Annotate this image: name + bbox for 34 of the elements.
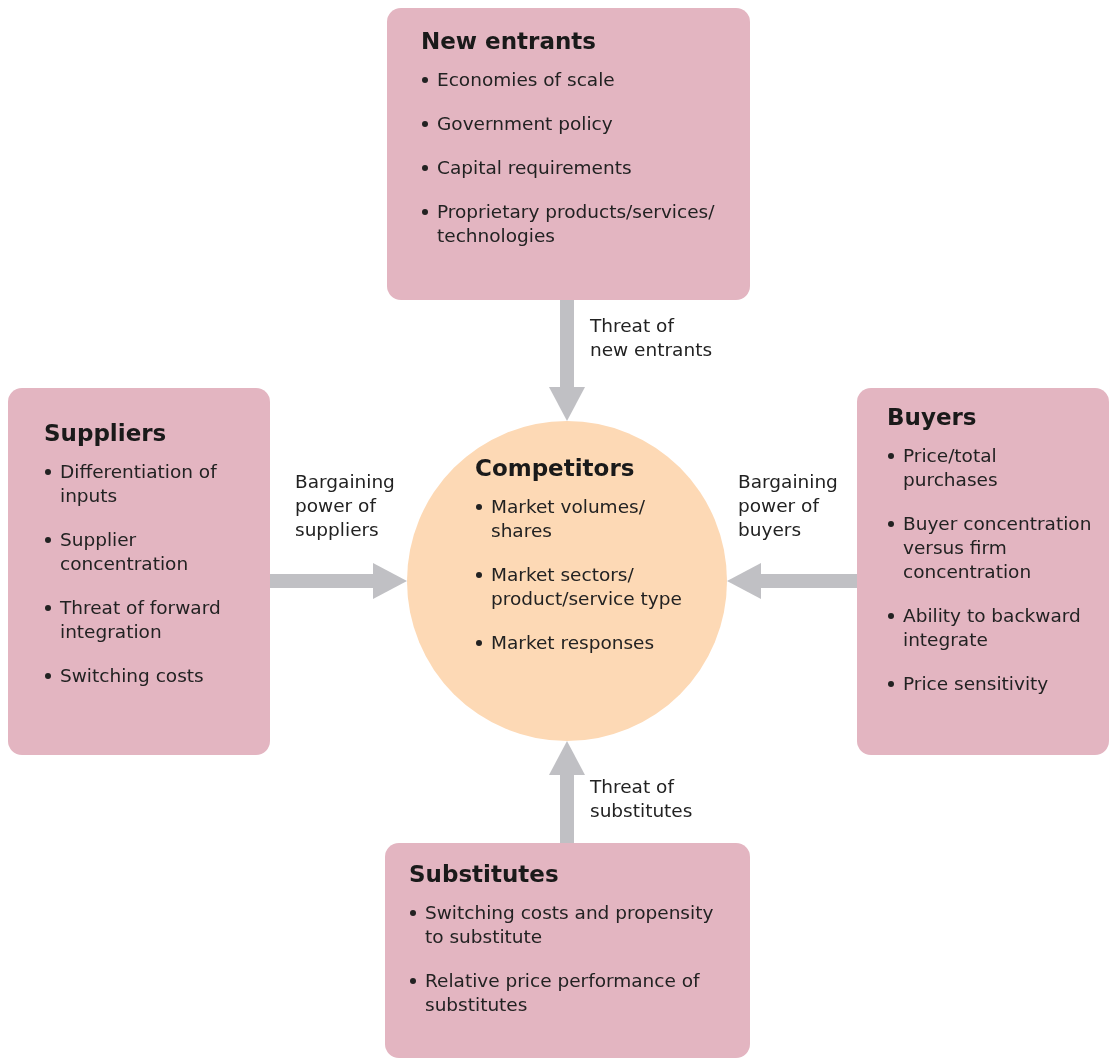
bullet-item: Differentiation of inputs (60, 461, 217, 507)
edge-label: Bargaining power of suppliers (295, 470, 396, 543)
bullet-item: Buyer concentration versus firm concentration (903, 513, 1092, 583)
box-heading: Suppliers (44, 420, 168, 446)
factor-box (857, 388, 1109, 755)
bullet-item: Government policy (437, 113, 613, 135)
bullet-item: Price sensitivity (903, 673, 1049, 695)
edge-label: Threat of substitutes (590, 775, 694, 824)
bullet-item: Proprietary products/services/ technologies (437, 201, 715, 247)
bullet-item: Market responses (491, 632, 655, 654)
edge-label: Threat of new entrants (590, 314, 714, 363)
box-heading: Competitors (475, 455, 636, 481)
bullet-item: Supplier concentration (60, 529, 189, 575)
bullet-item: Economies of scale (437, 69, 615, 90)
bullet-item: Threat of forward integration (60, 597, 221, 643)
arrow (549, 300, 585, 421)
factor-box (387, 8, 750, 300)
bullet-item: Market sectors/ product/service type (491, 564, 682, 610)
bullet-item: Capital requirements (437, 157, 632, 179)
factor-box (385, 843, 750, 1058)
edge-label: Bargaining power of buyers (738, 470, 839, 543)
bullet-item: Ability to backward integrate (903, 605, 1081, 651)
bullet-item: Price/total purchases (903, 444, 999, 493)
box-heading: Substitutes (409, 861, 560, 887)
bullet-item: Market volumes/ shares (491, 496, 645, 542)
factor-box (8, 388, 270, 755)
arrow (549, 741, 585, 843)
box-heading: Buyers (887, 404, 978, 430)
bullet-item: Switching costs and propensity to substitute (425, 902, 714, 948)
bullet-item: Switching costs (60, 665, 204, 687)
arrow (727, 563, 857, 599)
arrow (270, 563, 407, 599)
box-heading: New entrants (421, 28, 597, 54)
bullet-item: Relative price performance of substitutes (425, 970, 700, 1016)
